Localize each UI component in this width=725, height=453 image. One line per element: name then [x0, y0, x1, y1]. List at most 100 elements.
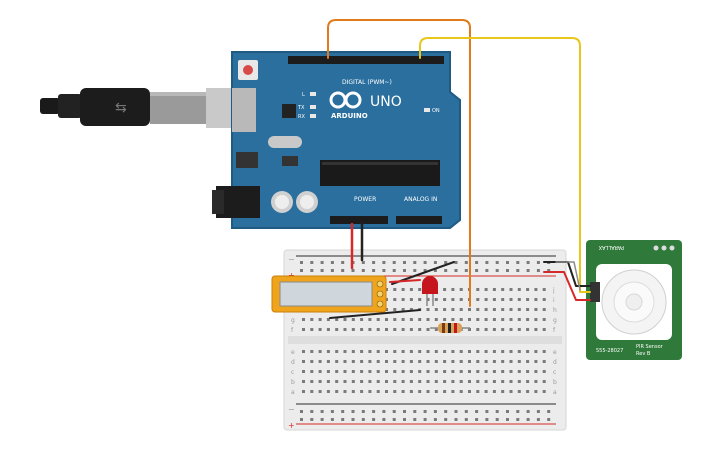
breadboard-hole	[318, 370, 322, 373]
breadboard-hole	[485, 410, 489, 413]
breadboard-hole	[434, 298, 438, 301]
breadboard-hole	[526, 390, 530, 393]
breadboard-hole	[506, 410, 509, 413]
power-header-label: POWER	[354, 196, 376, 203]
breadboard-hole	[409, 370, 413, 373]
breadboard-hole	[468, 380, 471, 383]
breadboard-hole	[302, 390, 305, 393]
breadboard-hole	[444, 418, 448, 421]
led-tx-label: TX	[297, 105, 305, 111]
breadboard-hole	[335, 370, 339, 373]
breadboard-hole	[343, 380, 347, 383]
breadboard-hole	[534, 390, 538, 393]
breadboard-hole	[459, 298, 463, 301]
breadboard-hole	[343, 360, 347, 363]
breadboard-hole	[318, 350, 322, 353]
breadboard-hole	[300, 410, 303, 413]
svg-text:⇆: ⇆	[115, 100, 127, 116]
row-letter-right: a	[553, 389, 557, 396]
breadboard-hole	[468, 350, 471, 353]
breadboard-hole	[517, 288, 521, 291]
breadboard-hole	[542, 318, 546, 321]
breadboard-hole	[310, 380, 314, 383]
breadboard-hole	[382, 410, 386, 413]
breadboard-hole	[335, 350, 339, 353]
breadboard-hole	[413, 418, 417, 421]
breadboard-hole	[376, 370, 380, 373]
breadboard-hole	[475, 269, 479, 272]
breadboard-hole	[444, 269, 448, 272]
breadboard-hole	[310, 269, 314, 272]
breadboard-hole	[526, 318, 530, 321]
breadboard-hole	[495, 410, 499, 413]
breadboard-hole	[475, 261, 479, 264]
breadboard-hole	[341, 418, 345, 421]
breadboard-hole	[320, 410, 324, 413]
breadboard-hole	[475, 410, 479, 413]
analog-header-label: ANALOG IN	[404, 196, 437, 203]
breadboard-hole	[376, 390, 380, 393]
breadboard-hole	[393, 318, 397, 321]
breadboard-hole	[343, 318, 347, 321]
breadboard-hole	[302, 380, 305, 383]
breadboard-hole	[360, 350, 364, 353]
breadboard-hole	[310, 360, 314, 363]
breadboard-hole	[485, 269, 489, 272]
row-letter-right: f	[553, 327, 556, 334]
breadboard-hole	[476, 288, 480, 291]
breadboard-hole	[409, 308, 413, 311]
breadboard-hole	[372, 269, 376, 272]
breadboard-hole	[534, 360, 538, 363]
breadboard-hole	[330, 418, 334, 421]
breadboard-hole	[343, 370, 347, 373]
breadboard-hole	[464, 418, 468, 421]
breadboard-hole	[464, 410, 468, 413]
breadboard-hole	[468, 328, 471, 331]
breadboard-hole	[393, 328, 397, 331]
breadboard-hole	[372, 418, 376, 421]
breadboard-hole	[484, 308, 488, 311]
breadboard-hole	[484, 370, 488, 373]
breadboard-hole	[409, 360, 413, 363]
breadboard-hole	[413, 261, 417, 264]
breadboard-hole	[501, 318, 505, 321]
breadboard-hole	[534, 328, 538, 331]
breadboard-hole	[492, 308, 496, 311]
breadboard-hole	[330, 261, 334, 264]
breadboard-hole	[376, 360, 380, 363]
breadboard-hole	[302, 318, 305, 321]
breadboard-hole	[484, 318, 488, 321]
breadboard-hole	[401, 298, 405, 301]
breadboard-hole	[351, 328, 355, 331]
breadboard-hole	[542, 328, 546, 331]
breadboard-hole	[361, 410, 365, 413]
breadboard-hole	[426, 298, 430, 301]
breadboard-hole	[360, 370, 364, 373]
breadboard-hole	[451, 350, 455, 353]
breadboard-hole	[341, 269, 345, 272]
breadboard-hole	[534, 318, 538, 321]
rail-minus-label-bottom: −	[288, 405, 295, 414]
breadboard-hole	[326, 328, 330, 331]
breadboard-hole	[536, 269, 540, 272]
breadboard-hole	[484, 298, 488, 301]
breadboard-hole	[459, 390, 463, 393]
breadboard-hole	[382, 269, 386, 272]
breadboard-hole	[468, 390, 471, 393]
breadboard-hole	[401, 360, 405, 363]
breadboard-hole	[468, 370, 471, 373]
breadboard-hole	[516, 410, 520, 413]
breadboard-hole	[426, 328, 430, 331]
breadboard-hole	[495, 261, 499, 264]
breadboard-hole	[443, 288, 447, 291]
breadboard-hole	[434, 380, 438, 383]
row-letter-right: c	[553, 369, 556, 376]
breadboard-hole	[409, 350, 413, 353]
breadboard-hole	[542, 308, 546, 311]
breadboard-hole	[361, 418, 365, 421]
breadboard-hole	[361, 269, 365, 272]
breadboard-hole	[300, 269, 303, 272]
breadboard-hole	[492, 380, 496, 383]
breadboard-hole	[418, 360, 422, 363]
breadboard-hole	[454, 418, 458, 421]
